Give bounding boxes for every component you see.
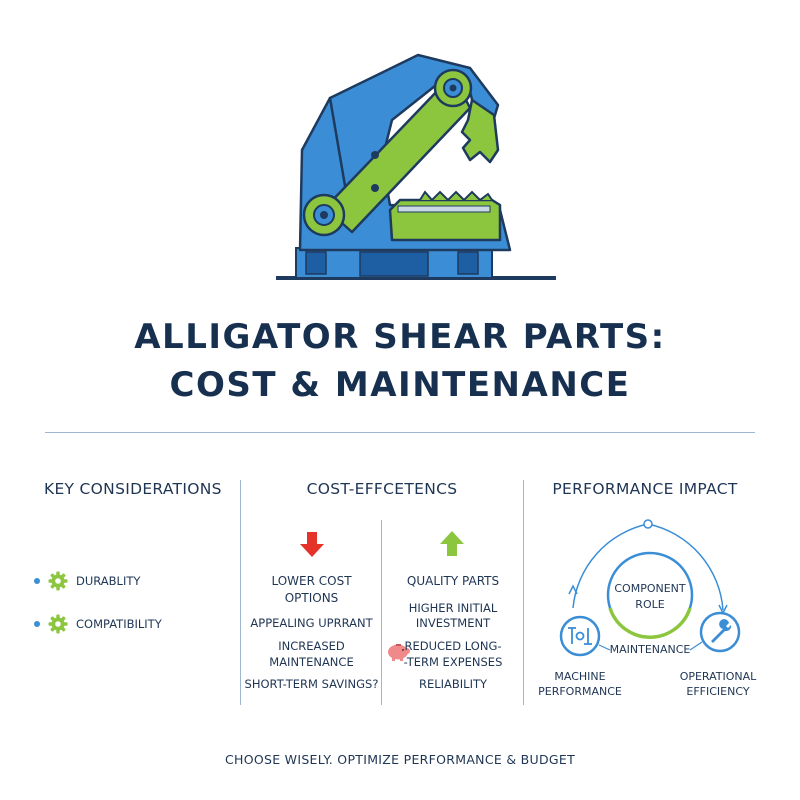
consideration-label: COMPATIBILITY	[76, 617, 162, 631]
component-role-label: COMPONENT	[614, 582, 686, 595]
gear-icon	[48, 571, 68, 591]
lower-cost-title: OPTIONS	[284, 591, 339, 605]
consideration-label: DURABLITY	[76, 574, 141, 588]
quality-point: -TERM EXPENSES	[403, 655, 503, 669]
arrow-down-icon	[300, 532, 324, 557]
footer-tagline: CHOOSE WISELY. OPTIMIZE PERFORMANCE & BU…	[224, 752, 576, 767]
operational-efficiency-label: EFFICIENCY	[686, 685, 750, 698]
quality-point: INVESTMENT	[415, 616, 491, 630]
column-divider	[381, 520, 382, 705]
quality-point: REDUCED LONG-	[404, 639, 502, 653]
lower-cost-point: SHORT-TERM SAVINGS?	[244, 677, 379, 691]
lower-cost-point: MAINTENANCE	[269, 655, 354, 669]
lower-cost-point: INCREASED	[278, 639, 345, 653]
bullet-dot	[34, 621, 40, 627]
machine-performance-label: PERFORMANCE	[538, 685, 622, 698]
alligator-shear-illustration	[276, 53, 556, 280]
section-divider	[45, 432, 755, 433]
arrow-up-icon	[440, 531, 464, 556]
machine-performance-label: MACHINE	[554, 670, 606, 683]
quality-parts-title: QUALITY PARTS	[406, 574, 500, 588]
maintenance-label: MAINTENANCE	[609, 643, 691, 656]
lower-cost-point: APPEALING UPRRANT	[250, 616, 373, 630]
lower-cost-title: LOWER COST	[271, 574, 352, 588]
page-subtitle: COST & MAINTENANCE	[169, 365, 631, 405]
gear-icon	[48, 614, 68, 634]
page-title: ALLIGATOR SHEAR PARTS:	[134, 317, 666, 357]
component-role-label: ROLE	[635, 598, 665, 611]
performance-impact-heading: PERFORMANCE IMPACT	[552, 480, 738, 498]
operational-efficiency-label: OPERATIONAL	[679, 670, 757, 683]
performance-cycle-diagram	[559, 519, 741, 657]
piggy-bank-icon	[388, 644, 410, 661]
cost-effectiveness-heading: COST-EFFCETENCS	[306, 480, 458, 498]
bullet-dot	[34, 578, 40, 584]
key-considerations-heading: KEY CONSIDERATIONS	[44, 480, 222, 498]
list-item: DURABLITY	[34, 570, 140, 592]
column-divider	[523, 480, 524, 705]
list-item: COMPATIBILITY	[34, 613, 162, 635]
column-divider	[240, 480, 241, 705]
quality-point: RELIABILITY	[418, 677, 488, 691]
quality-point: HIGHER INITIAL	[408, 601, 498, 615]
